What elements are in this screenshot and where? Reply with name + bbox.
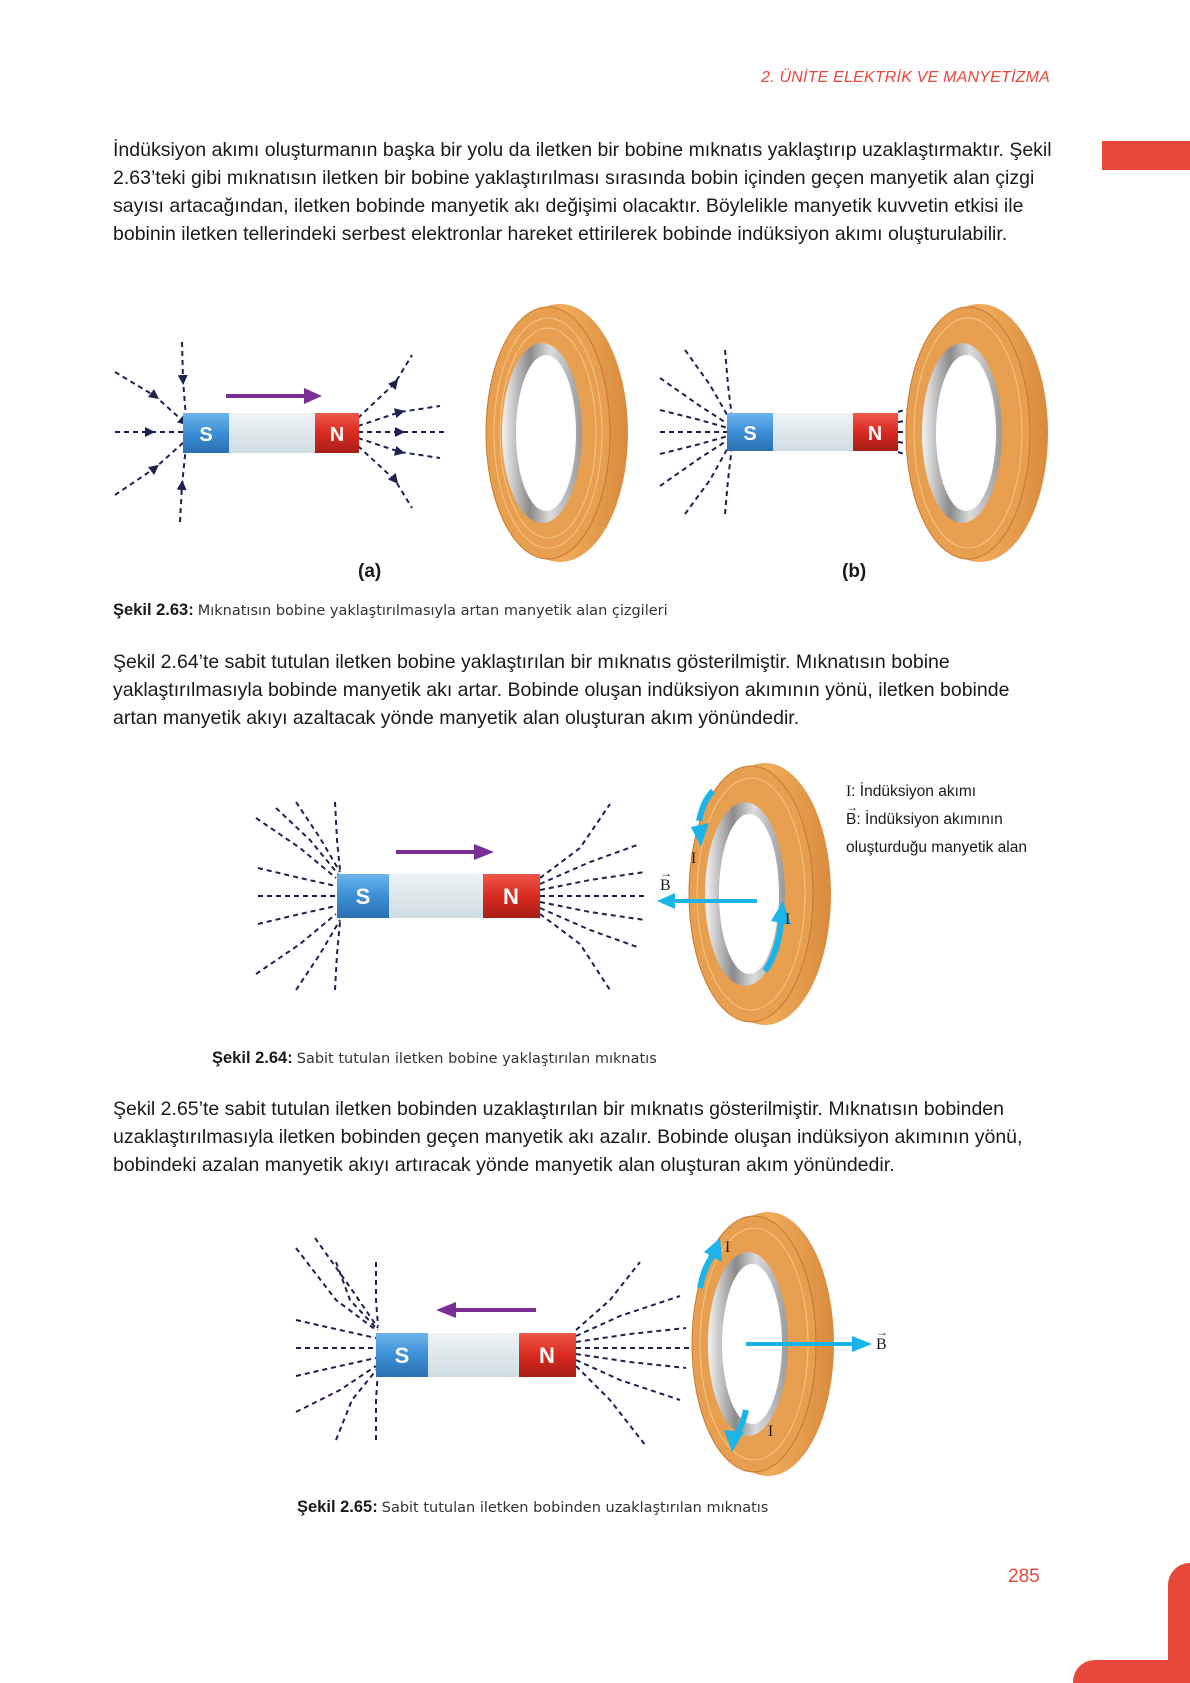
fig265-magnet: S N: [376, 1333, 576, 1377]
fig263-b-magnet: S N: [727, 413, 898, 451]
figure-legend: I: İndüksiyon akımı B: İndüksiyon akımın…: [846, 778, 1027, 862]
fig264-motion-arrow: [396, 844, 494, 860]
fig265-label-i-bottom: I: [768, 1423, 774, 1440]
figure-label-a: (a): [358, 561, 382, 582]
figure-label-b: (b): [842, 561, 867, 582]
paragraph-approach: Şekil 2.64’te sabit tutulan iletken bobi…: [113, 651, 1010, 729]
magnet-south-label: S: [743, 423, 756, 445]
magnet-north-label: N: [503, 884, 519, 909]
fig264-label-i-bottom: I: [785, 911, 791, 928]
fig265-induced-field-arrow: [746, 1336, 872, 1352]
fig265-label-i-top: I: [725, 1239, 731, 1256]
fig264-label-i-top: I: [691, 850, 697, 867]
corner-decoration: [1168, 1563, 1190, 1683]
caption-text: Mıknatısın bobine yaklaştırılmasıyla art…: [197, 603, 668, 619]
magnet-south-label: S: [199, 424, 212, 446]
magnet-south-label: S: [395, 1343, 410, 1368]
figure-caption-2-64: Şekil 2.64:Sabit tutulan iletken bobine …: [212, 1049, 657, 1068]
side-tab-marker: [1102, 141, 1190, 170]
fig265-label-b: B: [876, 1318, 888, 1359]
unit-title: 2. ÜNİTE ELEKTRİK VE MANYETİZMA: [761, 69, 1050, 86]
fig264-magnet: S N: [337, 874, 540, 918]
paragraph-intro: İndüksiyon akımı oluşturmanın başka bir …: [113, 139, 1052, 245]
magnet-north-label: N: [868, 423, 882, 445]
magnet-south-label: S: [356, 884, 371, 909]
fig263-a-coil: [485, 304, 628, 562]
paragraph-withdraw: Şekil 2.65’te sabit tutulan iletken bobi…: [113, 1098, 1023, 1176]
legend-field: B: İndüksiyon akımının: [846, 793, 1027, 834]
fig263-a-motion-arrow: [226, 388, 322, 404]
corner-decoration-base: [1073, 1660, 1190, 1683]
caption-number: Şekil 2.65:: [297, 1498, 378, 1516]
figure-caption-2-65: Şekil 2.65:Sabit tutulan iletken bobinde…: [297, 1498, 768, 1517]
page-number: 285: [1008, 1566, 1040, 1587]
caption-text: Sabit tutulan iletken bobine yaklaştırıl…: [296, 1051, 657, 1067]
figure-caption-2-63: Şekil 2.63:Mıknatısın bobine yaklaştırıl…: [113, 601, 668, 620]
caption-text: Sabit tutulan iletken bobinden uzaklaştı…: [381, 1500, 769, 1516]
caption-number: Şekil 2.64:: [212, 1049, 293, 1067]
fig264-label-b: B: [660, 859, 672, 900]
fig265-motion-arrow: [436, 1302, 536, 1318]
fig263-b-coil: [905, 304, 1048, 562]
magnet-north-label: N: [539, 1343, 555, 1368]
fig264-coil: [688, 763, 831, 1025]
magnet-north-label: N: [330, 424, 344, 446]
legend-field-cont: oluşturduğu manyetik alan: [846, 839, 1027, 856]
caption-number: Şekil 2.63:: [113, 601, 194, 619]
fig263-a-magnet: S N: [183, 413, 359, 453]
legend-current: I: İndüksiyon akımı: [846, 783, 977, 800]
